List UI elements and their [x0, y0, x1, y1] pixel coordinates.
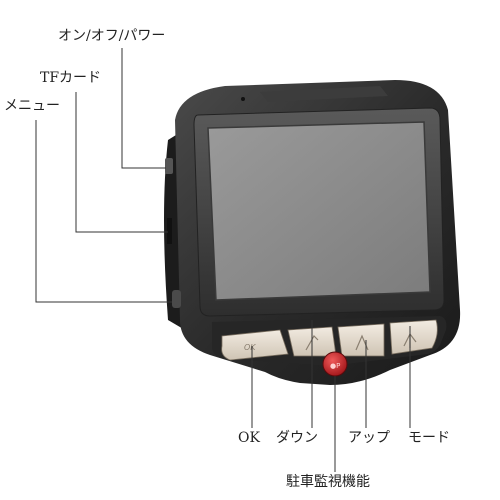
- ok-button: [221, 329, 289, 361]
- mic-hole: [241, 97, 245, 101]
- down-arrow-icon: [305, 335, 319, 351]
- leader-menu: [35, 120, 172, 303]
- tf-slot: [167, 218, 172, 244]
- label-power: オン/オフ/パワー: [58, 28, 166, 44]
- leader-tf: [75, 92, 168, 233]
- power-switch: [165, 158, 173, 174]
- leader-power: [121, 48, 166, 169]
- mode-button: [389, 319, 438, 355]
- label-up: アップ: [348, 430, 390, 446]
- label-parking: 駐車監視機能: [286, 474, 370, 490]
- label-mode: モード: [408, 430, 450, 446]
- label-down: ダウン: [276, 430, 318, 446]
- menu-button: [172, 290, 181, 308]
- label-ok: OK: [238, 430, 260, 446]
- up-button: [337, 323, 385, 357]
- screen: [207, 121, 431, 301]
- ok-mark: OK: [244, 343, 256, 352]
- label-tf-card: TFカード: [40, 70, 102, 86]
- record-icon: ●P: [330, 362, 340, 370]
- label-menu: メニュー: [4, 98, 60, 114]
